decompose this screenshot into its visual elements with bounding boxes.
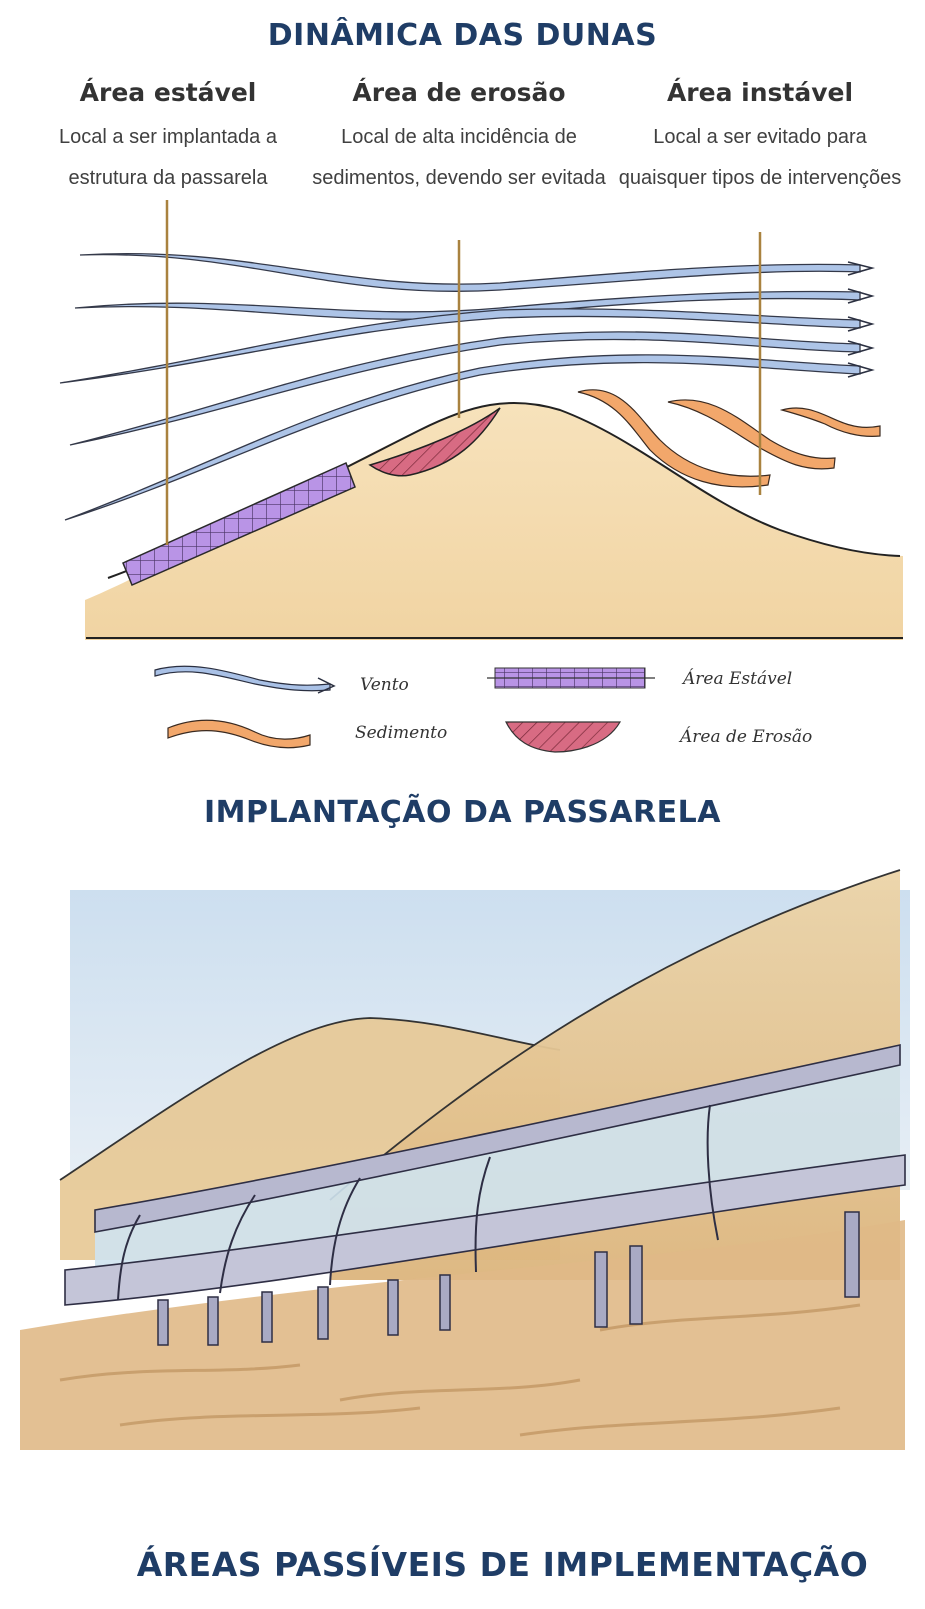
title-dune-dynamics: DINÂMICA DAS DUNAS [267,18,658,53]
legend-sediment-swatch [167,719,311,749]
dune-dynamics-illustration: Vento Área Estável Sedimento Área de Ero… [59,200,903,753]
walkway-glass [95,1060,900,1300]
foreground-sand [20,1220,905,1450]
legend-erosion-swatch [505,721,622,753]
heading-erosion-area: Área de erosão [352,78,566,107]
text-unstable-area: Local a ser evitado para quaisquer tipos… [618,126,902,189]
column-stable: Área estável Local a ser implantada a es… [18,78,318,199]
heading-unstable-area: Área instável [666,78,854,107]
legend-wind-label: Vento [360,675,409,695]
walkway-illustration [20,869,910,1450]
wind-arrowheads [847,261,876,378]
column-erosion: Área de erosão Local de alta incidência … [309,78,609,199]
heading-stable-area: Área estável [79,78,257,107]
walkway-top-rail [94,1044,901,1233]
text-erosion-area: Local de alta incidência de sedimentos, … [312,126,606,189]
walkway-pillars [157,1211,860,1346]
dune-sand [85,402,903,640]
legend-stable-label: Área Estável [681,668,792,689]
walkway-deck [64,1154,906,1306]
legend-sediment-label: Sedimento [355,723,447,743]
text-stable-area: Local a ser implantada a estrutura da pa… [59,126,277,189]
walkway-ribs [117,1104,719,1301]
title-walkway-placement: IMPLANTAÇÃO DA PASSARELA [203,795,721,830]
title-implementation-areas: ÁREAS PASSÍVEIS DE IMPLEMENTAÇÃO [136,1545,869,1584]
column-unstable: Área instável Local a ser evitado para q… [610,78,910,199]
erosion-area [368,407,501,477]
stable-area [122,461,356,586]
leader-lines [165,200,762,545]
legend-erosion-label: Área de Erosão [678,726,812,747]
legend: Vento Área Estável Sedimento Área de Ero… [154,665,812,753]
walkway-structure [64,1044,906,1346]
legend-wind-swatch [154,665,331,692]
sediment-swirls [577,389,881,488]
wind-streams [59,252,861,521]
